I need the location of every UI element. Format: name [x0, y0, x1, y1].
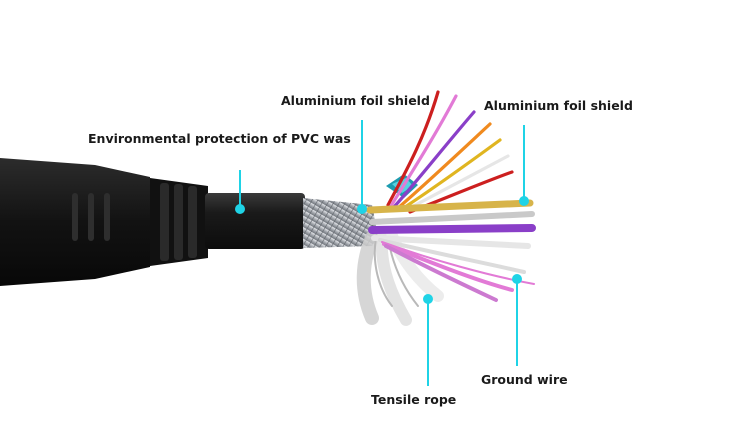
label-tensile-rope: Tensile rope: [371, 392, 457, 407]
pointer-foil-shield-left: [357, 120, 367, 214]
label-foil-shield-right: Aluminium foil shield: [484, 98, 633, 113]
hdmi-connector-icon: [0, 158, 150, 286]
pointer-tensile-rope: [423, 294, 433, 386]
lower-wire-bundle: [378, 238, 535, 302]
pointer-foil-shield-right: [519, 125, 529, 206]
label-foil-shield-left: Aluminium foil shield: [281, 93, 430, 108]
upper-wire-bundle: [386, 90, 514, 214]
horizontal-wire-bundle: [366, 199, 536, 249]
label-pvc-jacket: Environmental protection of PVC was: [88, 131, 351, 146]
strain-relief: [150, 178, 208, 266]
pointer-ground-wire: [512, 274, 522, 366]
label-ground-wire: Ground wire: [481, 372, 568, 387]
pointer-pvc-jacket: [235, 170, 245, 214]
cable-icon: [205, 193, 305, 249]
